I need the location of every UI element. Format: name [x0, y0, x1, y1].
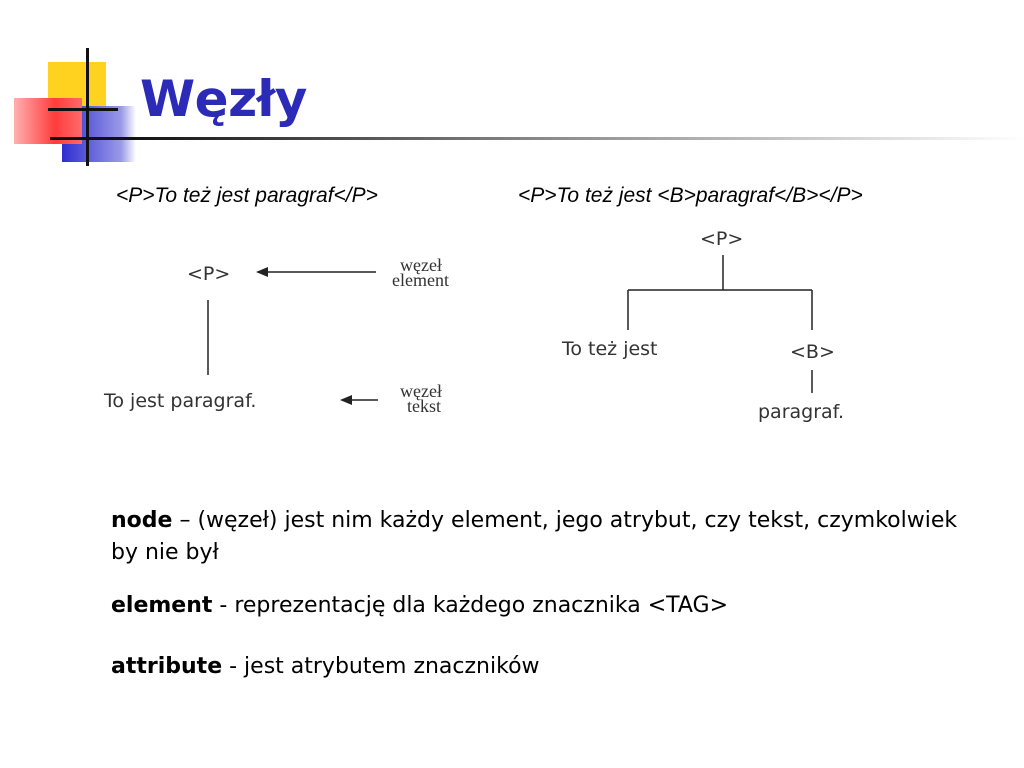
right-b-text: paragraf. — [758, 401, 844, 423]
label-element-1: węzeł — [400, 255, 442, 275]
desc-attribute: - jest atrybutem znaczników — [222, 654, 540, 679]
arrow-text-head — [340, 395, 352, 405]
right-text-node: To też jest — [561, 338, 658, 360]
caption-right: <P>To też jest <B>paragraf</B></P> — [518, 184, 863, 207]
slide-title: Węzły — [140, 70, 307, 128]
right-b-node: <B> — [790, 341, 835, 363]
definition-node: node – (węzeł) jest nim każdy element, j… — [111, 505, 971, 569]
horizontal-line — [48, 108, 118, 111]
arrow-element-head — [256, 267, 268, 277]
term-attribute: attribute — [111, 654, 223, 679]
term-node: node — [111, 508, 173, 533]
definition-element: element - reprezentację dla każdego znac… — [111, 590, 728, 622]
label-text-1: węzeł — [400, 381, 442, 401]
title-underline — [50, 137, 1024, 140]
decorative-logo — [0, 0, 140, 170]
caption-left: <P>To też jest paragraf</P> — [116, 184, 378, 207]
left-text-node: To jest paragraf. — [103, 390, 256, 412]
desc-node: – (węzeł) jest nim każdy element, jego a… — [111, 508, 958, 565]
term-element: element — [111, 593, 213, 618]
label-element-2: element — [392, 270, 449, 290]
desc-element: - reprezentację dla każdego znacznika <T… — [212, 593, 729, 618]
left-p-node: <P> — [187, 263, 230, 285]
label-text-2: tekst — [407, 396, 441, 416]
diagram-left: <P> węzeł element To jest paragraf. węze… — [103, 255, 449, 416]
right-p-node: <P> — [700, 228, 743, 250]
red-square — [14, 98, 82, 144]
diagram-right: <P> To też jest <B> paragraf. — [561, 228, 844, 423]
vertical-line — [86, 48, 89, 166]
definition-attribute: attribute - jest atrybutem znaczników — [111, 651, 540, 683]
